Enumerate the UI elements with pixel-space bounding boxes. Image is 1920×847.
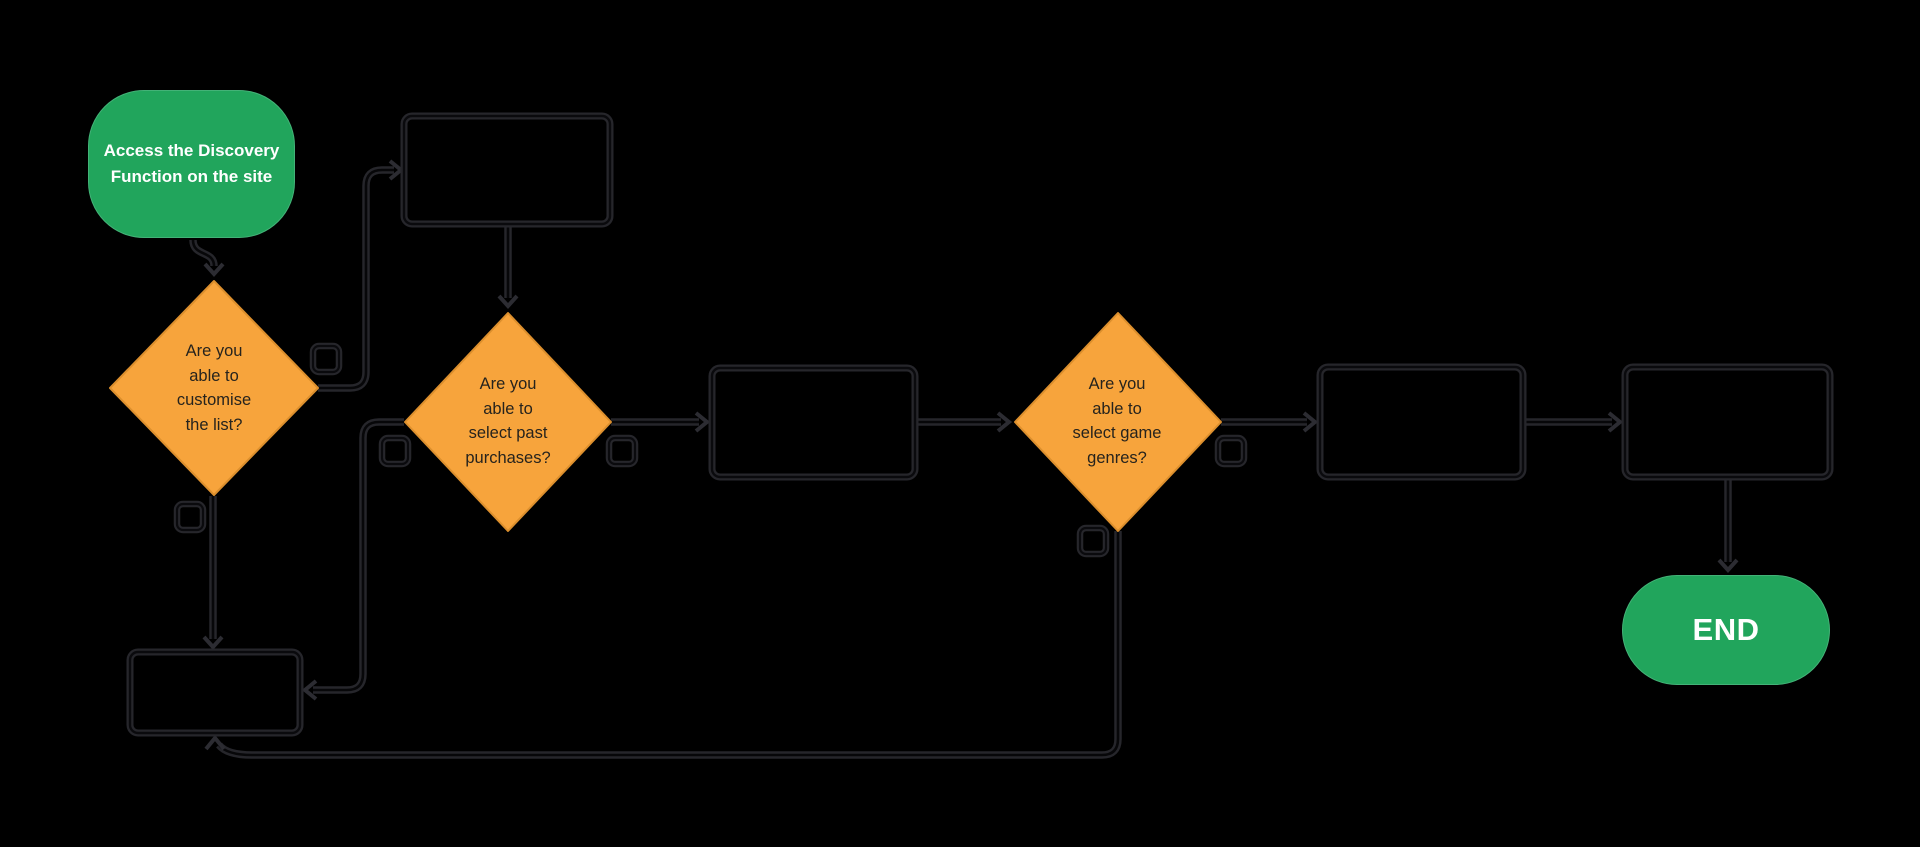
start-node-label: Access the Discovery Function on the sit… xyxy=(104,138,280,190)
process-box-after-game-genres[interactable] xyxy=(1316,363,1527,481)
edge-label-box-game-genres-yes[interactable] xyxy=(1214,434,1248,468)
decision-diamond-game-genres[interactable] xyxy=(1014,312,1222,532)
end-node-label: END xyxy=(1692,612,1760,647)
connector-past-purchases-no-to-retry-box xyxy=(301,418,404,701)
start-node[interactable]: Access the Discovery Function on the sit… xyxy=(88,90,295,238)
end-node[interactable]: END xyxy=(1622,575,1830,685)
decision-diamond-past-purchases[interactable] xyxy=(404,312,612,532)
edge-label-box-past-purchases-yes[interactable] xyxy=(605,434,639,468)
process-box-top[interactable] xyxy=(400,112,614,228)
decision-diamond-customise[interactable] xyxy=(109,280,319,496)
connector-box2-to-game-genres xyxy=(916,411,1013,433)
edge-label-box-customise-yes[interactable] xyxy=(309,342,343,376)
connector-past-purchases-yes-to-box2 xyxy=(611,411,711,433)
process-box-retry[interactable] xyxy=(126,648,304,737)
connector-customise-no-to-retry-box xyxy=(202,496,224,650)
process-box-after-past-purchases[interactable] xyxy=(708,364,919,481)
connector-box4-to-end xyxy=(1717,478,1739,573)
connector-box-top-to-past-purchases xyxy=(497,226,519,309)
connector-game-genres-no-to-retry-box xyxy=(204,531,1122,759)
edge-label-box-game-genres-no[interactable] xyxy=(1076,524,1110,558)
edge-label-box-past-purchases-no[interactable] xyxy=(378,434,412,468)
connector-start-to-customise xyxy=(189,239,225,277)
start-label-line1: Access the Discovery xyxy=(103,141,280,160)
process-box-before-end[interactable] xyxy=(1621,363,1834,481)
edge-label-box-customise-no[interactable] xyxy=(173,500,207,534)
connector-game-genres-yes-to-box3 xyxy=(1221,411,1319,433)
connector-box3-to-box4 xyxy=(1524,411,1624,433)
start-label-line2: Function on the site xyxy=(110,167,273,186)
